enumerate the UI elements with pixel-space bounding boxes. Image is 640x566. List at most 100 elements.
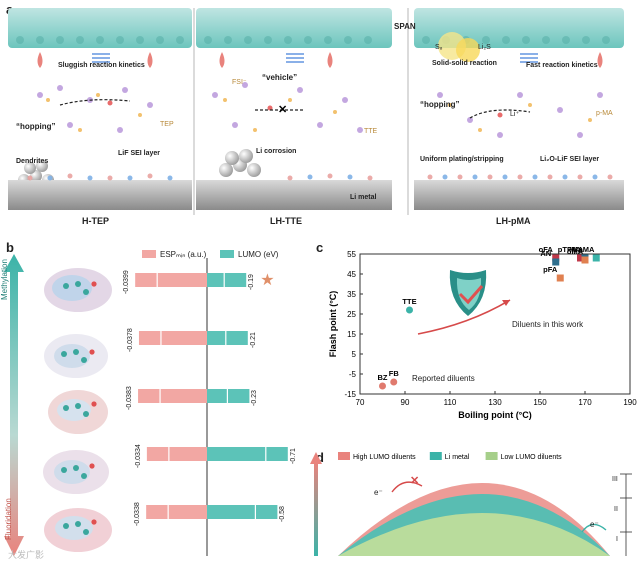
kinetics-label-1: Sluggish reaction kinetics [58, 62, 145, 69]
low-lumo-curve [338, 513, 610, 556]
sei-layer-label-1: LiF SEI layer [118, 150, 161, 157]
li-metal-slab-3 [414, 180, 624, 210]
electron-label-1: e⁻ [374, 488, 383, 497]
li-metal-label: Li metal [350, 194, 377, 201]
s8-label: S₈ [435, 44, 443, 51]
lumo-value: -0.58 [279, 506, 287, 522]
x-tick-label: 150 [533, 398, 547, 407]
esp-value: -0.0399 [123, 270, 131, 294]
annotation-reported: Reported diluents [412, 374, 475, 383]
esp-bar [146, 447, 207, 461]
li-metal-slab-1 [8, 180, 192, 210]
point-label: MA [569, 245, 581, 254]
star-icon: ★ [260, 272, 275, 289]
x-tick-label: 110 [444, 398, 457, 407]
esp-value: -0.0383 [126, 386, 134, 410]
span-cathode-3 [414, 8, 624, 48]
x-axis-label: Boiling point (°C) [458, 410, 532, 420]
y-tick-label: 45 [347, 270, 356, 279]
electron-label-2: e⁻ [590, 520, 599, 529]
legend-esp-swatch [142, 250, 156, 258]
point-label: pFA [543, 265, 558, 274]
lumo-value: -0.19 [248, 274, 256, 290]
point-label: FB [389, 369, 400, 378]
esp-value: -0.0378 [126, 328, 134, 352]
kinetics-label-3: Fast reaction kinetics [526, 62, 598, 69]
lumo-bar [207, 273, 247, 287]
panel-b-illustration [4, 250, 288, 556]
hopping-label-3: “hopping” [420, 100, 460, 109]
uniform-plating-label: Uniform plating/stripping [420, 156, 504, 163]
point-label: TTE [402, 297, 416, 306]
vehicle-label: “vehicle” [262, 73, 298, 82]
legend-lumo-swatch [220, 250, 234, 258]
level-label-i: I [616, 536, 618, 543]
esp-value: -0.0338 [134, 502, 142, 526]
y-tick-label: 25 [347, 310, 356, 319]
column-name-lh-tte: LH-TTE [270, 216, 302, 226]
panel-c-letter: c [316, 240, 324, 255]
lumo-bar [207, 447, 288, 461]
point-label: oMA [567, 247, 584, 256]
esp-bar [138, 331, 207, 345]
legend-label: High LUMO diluents [353, 454, 416, 461]
esp-bar [146, 505, 207, 519]
hopping-label-1: “hopping” [16, 122, 56, 131]
scatter-point [581, 256, 589, 264]
li-metal-slab-2 [196, 180, 392, 210]
span-label: SPAN [394, 22, 416, 31]
scatter-point [552, 258, 560, 266]
li-corrosion-label: Li corrosion [256, 148, 297, 155]
x-tick-label: 70 [356, 398, 365, 407]
li-ion-label: Li⁺ [510, 111, 520, 118]
x-tick-label: 90 [401, 398, 410, 407]
annotation-work: Diluents in this work [512, 320, 584, 329]
legend-esp-label: ESPₘᵢₙ (a.u.) [160, 250, 207, 259]
scatter-point [577, 254, 584, 262]
scatter-point [592, 254, 600, 262]
point-label: pMA [578, 245, 595, 254]
methylation-fluoridation-arrow [4, 254, 24, 556]
y-tick-label: -15 [344, 390, 356, 399]
y-axis-label: Flash point (°C) [328, 291, 338, 358]
fluoridation-label: Fluoridation [4, 498, 13, 540]
shield-icon [449, 270, 487, 316]
lumo-value: -0.23 [251, 390, 259, 406]
li2s-label: Li₂S [478, 44, 491, 51]
column-name-lh-pma: LH-pMA [496, 216, 531, 226]
solvent-tep-label: TEP [160, 121, 174, 128]
x-tick-label: 130 [488, 398, 502, 407]
legend-swatch [338, 452, 350, 460]
y-tick-label: 55 [347, 250, 356, 259]
fsi-label: FSI⁻ [232, 79, 247, 86]
level-label-iii: III [612, 476, 618, 483]
legend-swatch [485, 452, 498, 460]
solvent-pma-label: p-MA [596, 110, 613, 117]
watermark: 大发广影 [8, 550, 45, 560]
panel-a-illustration: ✕ [8, 8, 624, 215]
lumo-value: -0.21 [249, 332, 257, 348]
esp-bar [138, 389, 207, 403]
blocked-icon: ✕ [410, 475, 419, 487]
methylation-label: Methylation [0, 259, 9, 300]
legend-label: Li metal [445, 454, 470, 461]
legend-swatch [429, 452, 442, 460]
point-label: oFA [539, 245, 554, 254]
legend-label: Low LUMO diluents [501, 454, 563, 461]
lumo-bar [207, 505, 278, 519]
lumo-value: -0.71 [289, 448, 297, 464]
scatter-point [379, 382, 386, 390]
span-cathode-2 [196, 8, 392, 48]
esp-bar [135, 273, 207, 287]
scatter-point [552, 254, 560, 262]
x-tick-label: 170 [578, 398, 592, 407]
scatter-point [556, 274, 564, 282]
solid-solid-label: Solid-solid reaction [432, 60, 497, 67]
panel-d-letter: d [316, 450, 324, 465]
lumo-bar [207, 331, 248, 345]
legend-lumo-label: LUMO (eV) [238, 250, 279, 259]
level-label-ii: II [614, 506, 618, 513]
sei-layer-label-3: Li₂O-LiF SEI layer [540, 156, 600, 163]
trend-arrow [417, 299, 511, 335]
